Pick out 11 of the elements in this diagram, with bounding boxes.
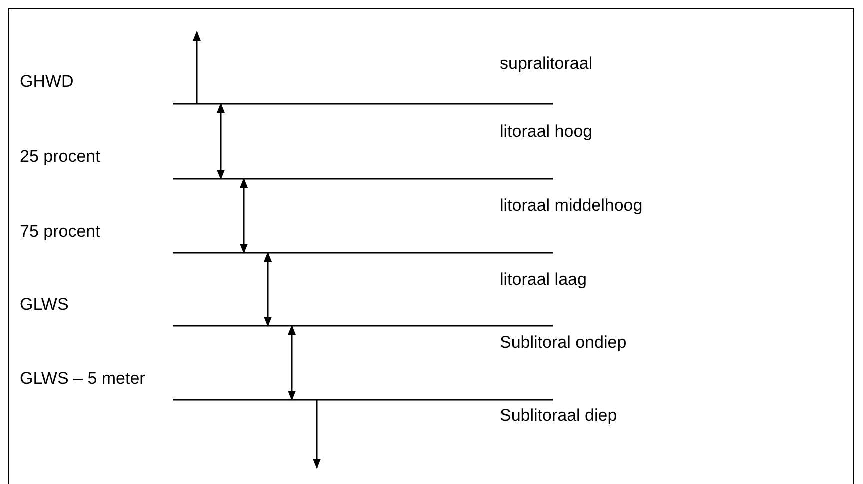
zone-label: litoraal laag — [500, 270, 587, 290]
zone-label: litoraal middelhoog — [500, 196, 643, 216]
level-label: GLWS — [20, 294, 69, 316]
zone-label: supralitoraal — [500, 54, 593, 74]
level-label: 25 procent — [20, 146, 100, 168]
level-label: GHWD — [20, 72, 74, 92]
zone-label: Sublitoraal diep — [500, 406, 618, 426]
zone-label: Sublitoral ondiep — [500, 332, 627, 354]
level-label: GLWS – 5 meter — [20, 368, 146, 390]
level-label: 75 procent — [20, 222, 100, 242]
zone-label: litoraal hoog — [500, 122, 593, 142]
